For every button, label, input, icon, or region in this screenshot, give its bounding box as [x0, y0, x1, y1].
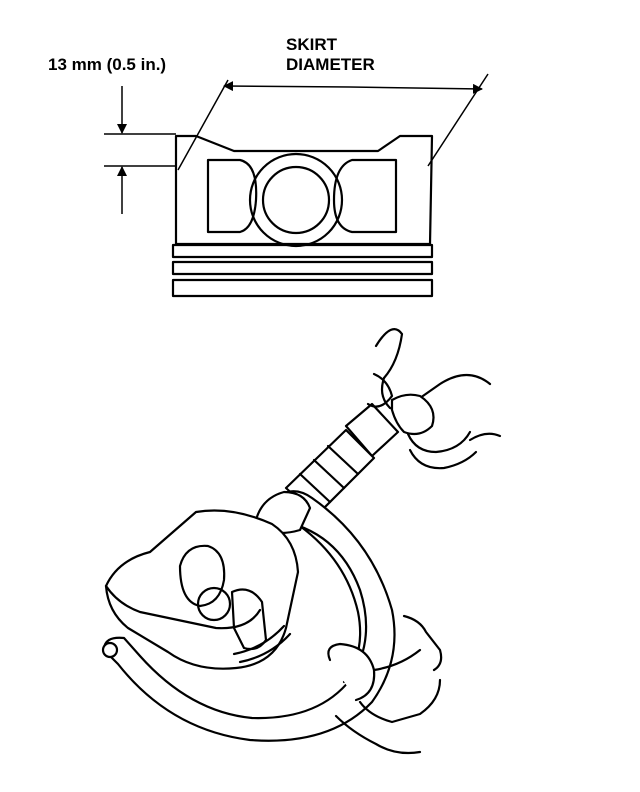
lower-hand [327, 614, 443, 755]
skirt-label-line-2: DIAMETER [286, 55, 375, 74]
piston-ring-land-2 [171, 260, 434, 276]
piston-body-outline [174, 134, 434, 246]
micrometer-frame-outer [102, 490, 396, 742]
piston-tilted-pin-hole [196, 586, 232, 622]
piston-left-window [206, 158, 258, 234]
piston-tilted-crown [104, 584, 262, 630]
skirt-diameter-label: SKIRT DIAMETER [286, 35, 375, 75]
piston-side-view [171, 134, 434, 298]
piston-tilted-pin-boss [178, 544, 226, 608]
offset-dimension [104, 86, 176, 214]
micrometer-anvil [101, 641, 119, 659]
skirt-label-line-1: SKIRT [286, 35, 337, 54]
piston-pin-hole [261, 165, 331, 235]
skirt-dimension [177, 73, 489, 171]
piston-ring-land-1 [171, 243, 434, 259]
piston-tilted-skirt [104, 509, 300, 670]
piston-ring-land-3 [171, 278, 434, 298]
piston-tilted-ring-lines [232, 624, 292, 664]
skirt-arrow-left [223, 81, 351, 92]
offset-label: 13 mm (0.5 in.) [48, 55, 167, 74]
upper-hand [366, 328, 502, 470]
piston-right-window [332, 158, 398, 234]
micrometer-scene [101, 328, 502, 755]
skirt-arrow-right [349, 83, 483, 94]
skirt-extension-left [177, 79, 229, 171]
